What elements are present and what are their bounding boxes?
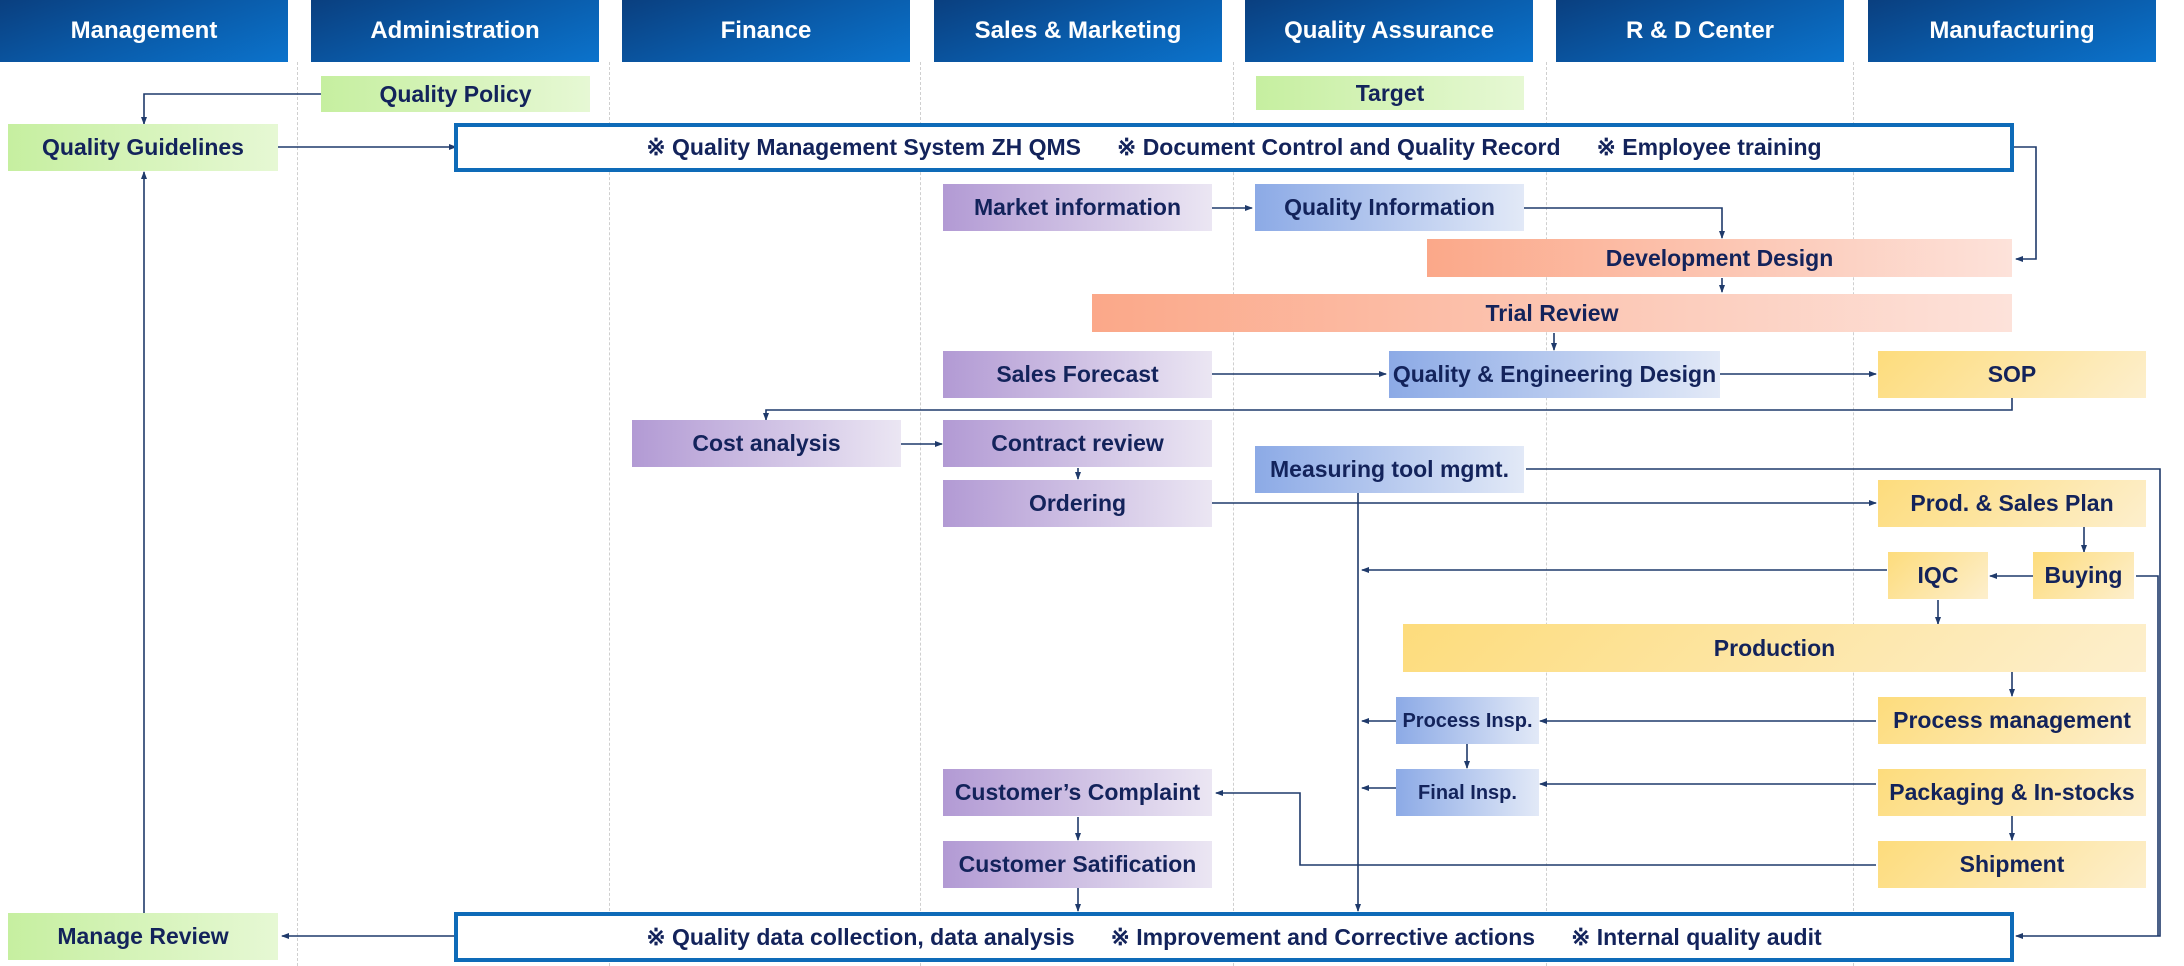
header-management: Management: [0, 0, 288, 62]
connector-qualinfo-devdesign: [1524, 207, 1725, 239]
lane-divider: [920, 62, 921, 966]
header-finance: Finance: [622, 0, 910, 62]
lane-divider: [609, 62, 610, 966]
node-customers-complaint[interactable]: Customer’s Complaint: [943, 769, 1212, 816]
top-frame-item: ※ Document Control and Quality Record: [1117, 134, 1561, 160]
header-rd-center: R & D Center: [1556, 0, 1844, 62]
bottom-frame-item: ※ Quality data collection, data analysis: [646, 923, 1075, 950]
node-target[interactable]: Target: [1256, 76, 1524, 110]
lane-divider: [1853, 62, 1854, 966]
node-prod-sales-plan[interactable]: Prod. & Sales Plan: [1878, 480, 2146, 527]
node-buying[interactable]: Buying: [2033, 552, 2134, 599]
top-frame-qms: ※ Quality Management System ZH QMS ※ Doc…: [454, 123, 2014, 172]
node-production[interactable]: Production: [1403, 624, 2146, 672]
connector-frame-devdesign: [2012, 146, 2037, 262]
lane-divider: [1233, 62, 1234, 966]
node-quality-engineering-design[interactable]: Quality & Engineering Design: [1389, 351, 1720, 398]
node-manage-review[interactable]: Manage Review: [8, 913, 278, 960]
top-frame-item: ※ Quality Management System ZH QMS: [646, 134, 1082, 160]
node-packaging-instocks[interactable]: Packaging & In-stocks: [1878, 769, 2146, 816]
lane-divider: [297, 62, 298, 966]
bottom-frame-item: ※ Improvement and Corrective actions: [1110, 923, 1536, 950]
node-shipment[interactable]: Shipment: [1878, 841, 2146, 888]
node-quality-policy[interactable]: Quality Policy: [321, 76, 590, 112]
header-quality-assurance: Quality Assurance: [1245, 0, 1533, 62]
header-manufacturing: Manufacturing: [1868, 0, 2156, 62]
node-trial-review[interactable]: Trial Review: [1092, 294, 2012, 332]
node-quality-information[interactable]: Quality Information: [1255, 184, 1524, 231]
node-contract-review[interactable]: Contract review: [943, 420, 1212, 467]
node-customer-satisfication[interactable]: Customer Satification: [943, 841, 1212, 888]
node-ordering[interactable]: Ordering: [943, 480, 1212, 527]
node-process-management[interactable]: Process management: [1878, 697, 2146, 744]
header-sales-marketing: Sales & Marketing: [934, 0, 1222, 62]
node-development-design[interactable]: Development Design: [1427, 239, 2012, 277]
node-iqc[interactable]: IQC: [1888, 552, 1988, 599]
connector-policy-guidelines: [141, 93, 321, 125]
header-administration: Administration: [311, 0, 599, 62]
node-sales-forecast[interactable]: Sales Forecast: [943, 351, 1212, 398]
node-measuring-tool-mgmt[interactable]: Measuring tool mgmt.: [1255, 446, 1524, 493]
bottom-frame-improvement: ※ Quality data collection, data analysis…: [454, 912, 2014, 962]
bottom-frame-item: ※ Internal quality audit: [1571, 923, 1822, 950]
node-final-insp[interactable]: Final Insp.: [1396, 769, 1539, 816]
node-process-insp[interactable]: Process Insp.: [1396, 697, 1539, 744]
node-sop[interactable]: SOP: [1878, 351, 2146, 398]
top-frame-item: ※ Employee training: [1596, 134, 1822, 160]
node-quality-guidelines[interactable]: Quality Guidelines: [8, 124, 278, 171]
lane-divider: [1546, 62, 1547, 966]
node-cost-analysis[interactable]: Cost analysis: [632, 420, 901, 467]
node-market-information[interactable]: Market information: [943, 184, 1212, 231]
connector-sop-cost: [763, 398, 2013, 421]
